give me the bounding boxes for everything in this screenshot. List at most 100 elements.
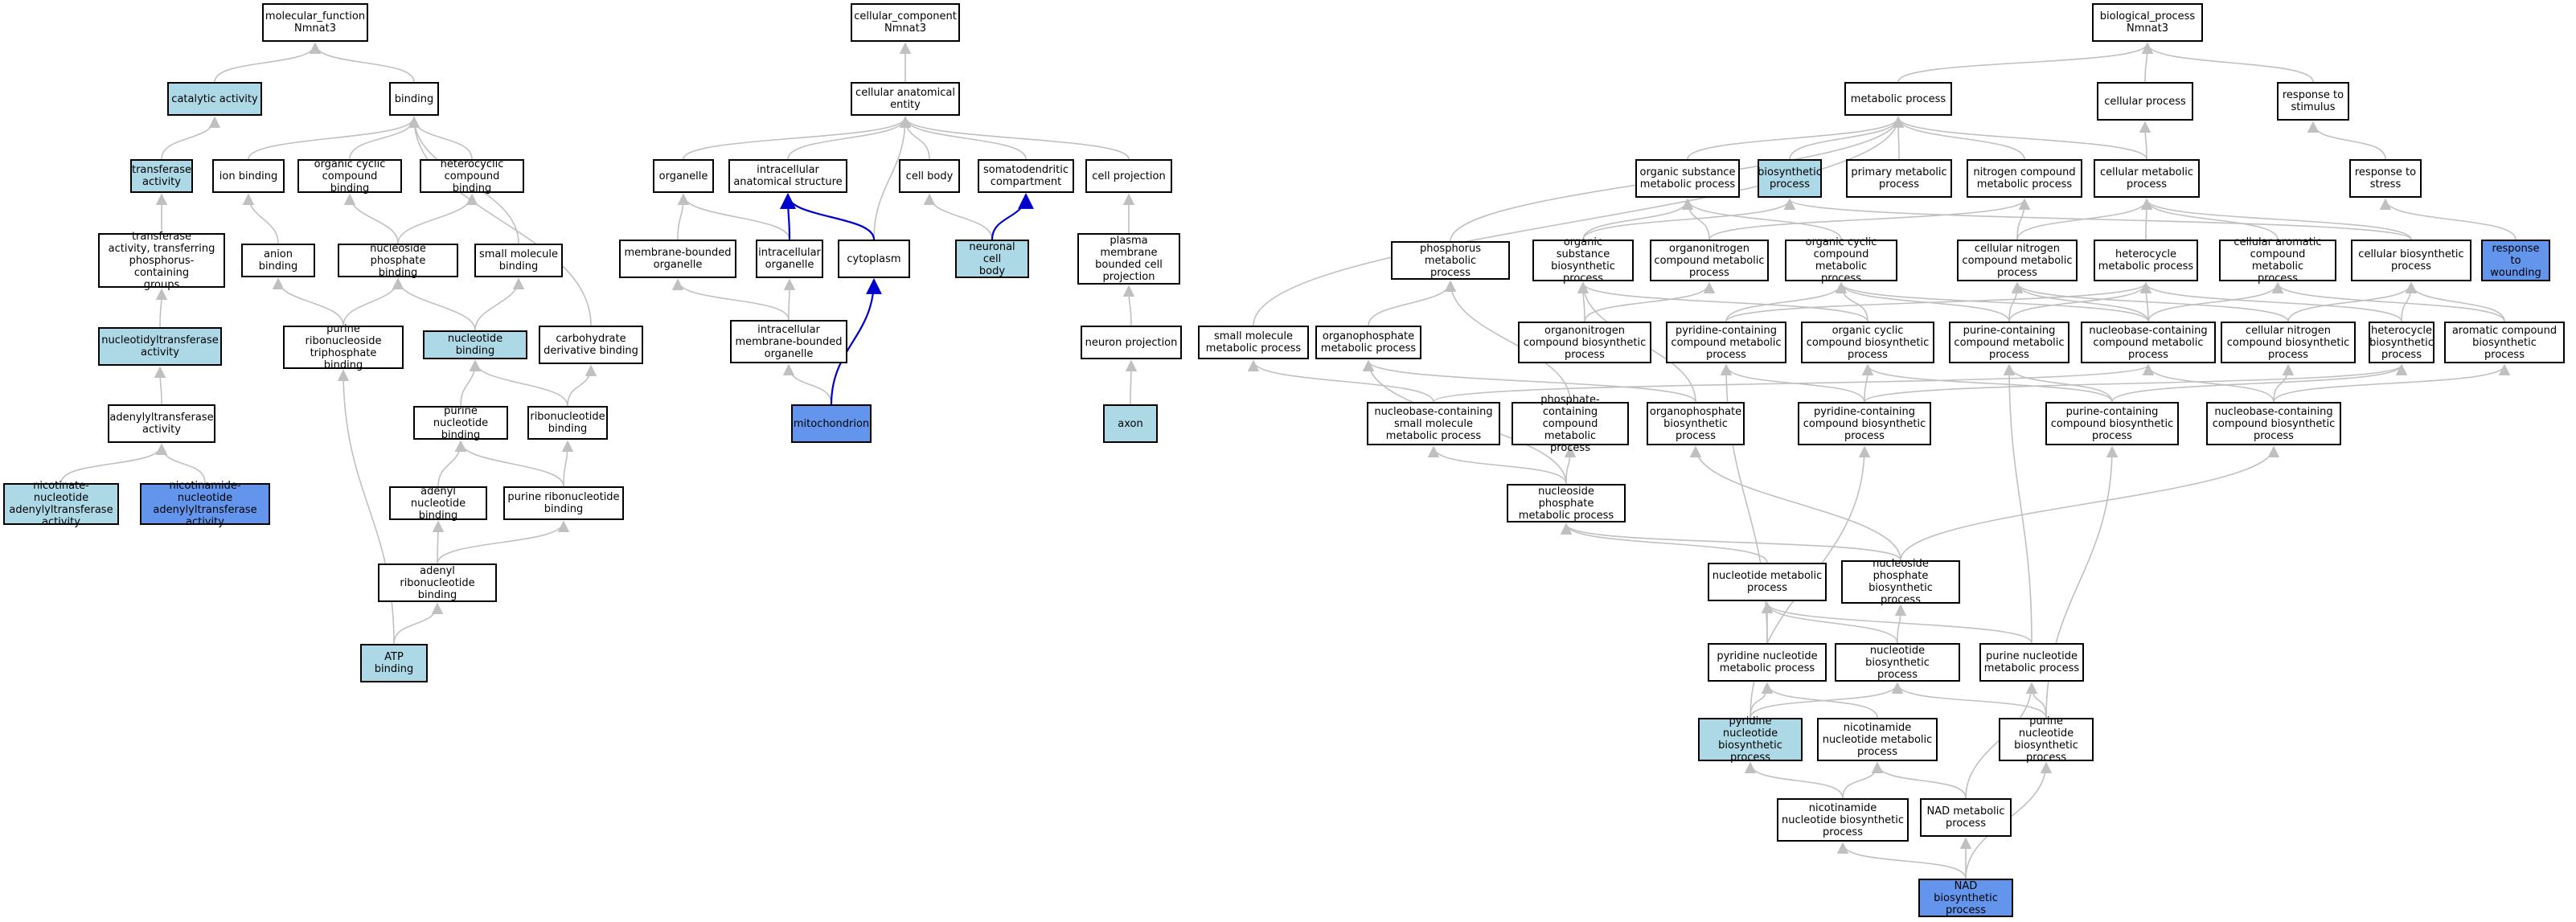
go-term-label: nicotinate-nucleotide adenylyltransferas… (9, 480, 113, 528)
is-a-edge (1560, 522, 1768, 563)
go-term-label: cellular aromatic compound metabolic pro… (2233, 236, 2322, 285)
is-a-edge (393, 602, 444, 645)
go-term-label: purine nucleotide metabolic process (1983, 650, 2080, 674)
go-term-label: nicotinamide nucleotide metabolic proces… (1822, 721, 1933, 758)
go-term-label: organic substance biosynthetic process (1551, 236, 1615, 285)
go-term-node: nucleobase-containing compound metabolic… (2081, 322, 2216, 363)
is-a-edge (1861, 363, 2113, 403)
go-term-label: nitrogen compound metabolic process (1973, 166, 2076, 191)
go-term-label: organophosphate metabolic process (1320, 330, 1417, 354)
go-term-label: ATP binding (374, 651, 414, 675)
is-a-edge (1835, 281, 2149, 322)
go-term-node: phosphate-containing compound metabolic … (1512, 394, 1629, 454)
is-a-edge (154, 366, 166, 405)
is-a-edge (1253, 116, 1905, 326)
is-a-edge (248, 116, 420, 160)
is-a-edge (1582, 198, 1796, 240)
go-term-label: metabolic process (1850, 92, 1946, 105)
go-term-node: cellular nitrogen compound metabolic pro… (1957, 240, 2078, 281)
go-term-label: catalytic activity (171, 92, 258, 105)
go-term-label: intracellular membrane-bounded organelle (735, 323, 843, 360)
is-a-edge (474, 277, 525, 331)
go-term-label: neuron projection (1085, 336, 1178, 349)
go-term-node: cellular aromatic compound metabolic pro… (2219, 236, 2336, 285)
go-term-label: organic substance metabolic process (1639, 166, 1736, 191)
is-a-edge (1864, 363, 2407, 403)
go-term-label: ribonucleotide binding (530, 411, 605, 435)
go-term-node: small molecule metabolic process (1198, 326, 1309, 359)
is-a-edge (2111, 363, 2408, 403)
is-a-edge (1892, 116, 2025, 160)
go-term-node: organonitrogen compound biosynthetic pro… (1518, 322, 1651, 363)
is-a-edge (899, 116, 1027, 160)
go-term-label: transferase activity, transferring phosp… (108, 230, 215, 291)
go-term-label: response to stress (2354, 166, 2417, 191)
go-term-node: mitochondrion (791, 404, 872, 443)
go-term-node: primary metabolic process (1846, 159, 1952, 198)
go-term-label: adenyl ribonucleotide binding (400, 564, 475, 601)
go-term-label: cell body (905, 170, 954, 182)
is-a-edge (337, 369, 395, 645)
go-term-node: nicotinamide-nucleotide adenylyltransfer… (140, 480, 270, 528)
go-term-node: aromatic compound biosynthetic process (2444, 322, 2565, 363)
is-a-edge (408, 116, 592, 326)
go-term-label: cellular metabolic process (2100, 166, 2193, 191)
is-a-edge (1687, 116, 1905, 160)
is-a-edge (1689, 445, 1901, 561)
go-term-label: binding (394, 92, 434, 105)
go-term-node: nicotinate-nucleotide adenylyltransferas… (3, 480, 119, 528)
is-a-edge (677, 193, 690, 240)
is-a-edge (242, 193, 279, 244)
go-term-node: intracellular organelle (756, 240, 823, 278)
go-term-node: organic cyclic compound metabolic proces… (1785, 236, 1897, 285)
go-term-label: NAD biosynthetic process (1934, 879, 1998, 916)
go-term-label: nucleotidyltransferase activity (101, 334, 219, 359)
is-a-edge (155, 443, 206, 484)
is-a-edge (671, 278, 790, 321)
go-term-node: cell projection (1085, 159, 1172, 193)
go-term-node: cellular anatomical entity (851, 82, 960, 116)
is-a-edge (1720, 363, 1865, 403)
go-term-label: organophosphate biosynthetic process (1649, 405, 1742, 442)
is-a-edge (2271, 281, 2505, 322)
is-a-edge (1835, 281, 2010, 322)
go-term-label: heterocycle metabolic process (2098, 248, 2194, 273)
is-a-edge (923, 193, 993, 240)
is-a-edge (1892, 116, 1905, 160)
go-term-label: cellular nitrogen compound biosynthetic … (2226, 324, 2350, 361)
is-a-edge (2273, 363, 2511, 403)
go-term-node: cellular_component Nmnat3 (851, 3, 960, 42)
is-a-edge (2141, 42, 2154, 83)
go-term-node: purine nucleotide metabolic process (1979, 643, 2084, 682)
go-term-node: organophosphate metabolic process (1315, 326, 1421, 359)
go-term-label: phosphorus metabolic process (1419, 242, 1482, 279)
is-a-edge (780, 193, 796, 240)
go-term-label: primary metabolic process (1851, 166, 1947, 191)
go-term-label: nucleoside phosphate binding (370, 242, 426, 279)
go-term-node: response to stimulus (2277, 82, 2349, 121)
go-term-node: nucleobase-containing small molecule met… (1367, 402, 1500, 445)
go-term-label: heterocycle biosynthetic process (2369, 324, 2434, 361)
is-a-edge (683, 116, 912, 160)
go-term-label: heterocyclic compound binding (440, 158, 504, 195)
go-term-node: catalytic activity (167, 82, 262, 116)
go-term-node: neuron projection (1081, 326, 1182, 359)
go-term-label: nicotinamide nucleotide biosynthetic pro… (1782, 801, 1904, 838)
go-term-node: nicotinamide nucleotide metabolic proces… (1817, 718, 1938, 761)
is-a-edge (1761, 601, 2032, 644)
go-term-label: nucleobase-containing compound biosynthe… (2212, 405, 2336, 442)
is-a-edge (1560, 522, 1901, 561)
is-a-edge (1582, 198, 1694, 240)
is-a-edge (343, 277, 404, 326)
is-a-edge (2405, 281, 2505, 322)
go-term-label: nucleoside phosphate biosynthetic proces… (1868, 558, 1933, 606)
is-a-edge (677, 193, 790, 240)
go-term-label: somatodendritic compartment (983, 164, 1069, 188)
is-a-edge (2140, 198, 2153, 240)
is-a-edge (454, 440, 564, 487)
is-a-edge (1892, 116, 2147, 160)
go-term-node: heterocycle biosynthetic process (2369, 322, 2434, 363)
go-term-label: phosphate-containing compound metabolic … (1540, 393, 1600, 454)
go-term-node: ion binding (212, 159, 285, 193)
go-term-label: intracellular organelle (758, 247, 821, 271)
